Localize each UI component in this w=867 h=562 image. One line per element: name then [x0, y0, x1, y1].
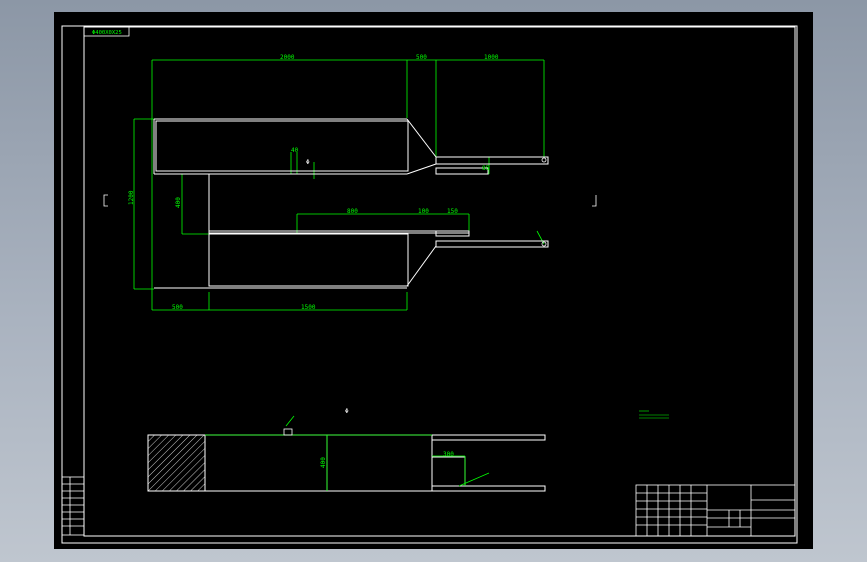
dim-1500: 1500	[301, 304, 316, 311]
hole-marker-top	[541, 157, 547, 163]
hatched-section	[147, 434, 206, 492]
tag-box	[83, 26, 130, 37]
dim-1200: 1200	[128, 190, 135, 205]
section-view-dimensions	[205, 415, 490, 491]
dim-300-section: 300	[443, 451, 454, 458]
title-block	[635, 484, 796, 537]
dim-85: 85	[482, 165, 490, 172]
tag-label: Φ400X0X25	[92, 30, 122, 36]
drawing-sheet: Φ400X0X25	[61, 25, 798, 544]
notes-lines	[639, 410, 669, 419]
dim-150: 150	[447, 208, 458, 215]
dim-2000: 2000	[280, 54, 295, 61]
hole-marker-mid	[541, 241, 547, 247]
top-dimension-lines	[133, 59, 545, 311]
dim-1000: 1000	[484, 54, 499, 61]
dim-40: 40	[291, 147, 299, 154]
top-view-outline	[153, 118, 549, 289]
left-revision-strip	[61, 476, 85, 536]
section-markers	[103, 194, 597, 207]
dim-400-section: 400	[320, 457, 327, 468]
section-view-outline	[204, 434, 546, 492]
dim-400: 400	[175, 197, 182, 208]
phi-label-top: Φ	[306, 159, 310, 166]
phi-label-section: Φ	[345, 408, 349, 415]
outer-border	[61, 25, 798, 544]
dim-500-bottom: 500	[172, 304, 183, 311]
inner-border	[83, 26, 796, 537]
dim-500-top: 500	[416, 54, 427, 61]
dim-800: 800	[347, 208, 358, 215]
dim-100: 100	[418, 208, 429, 215]
bolt-detail	[283, 428, 293, 436]
cad-viewport[interactable]: Φ400X0X25	[54, 12, 813, 549]
